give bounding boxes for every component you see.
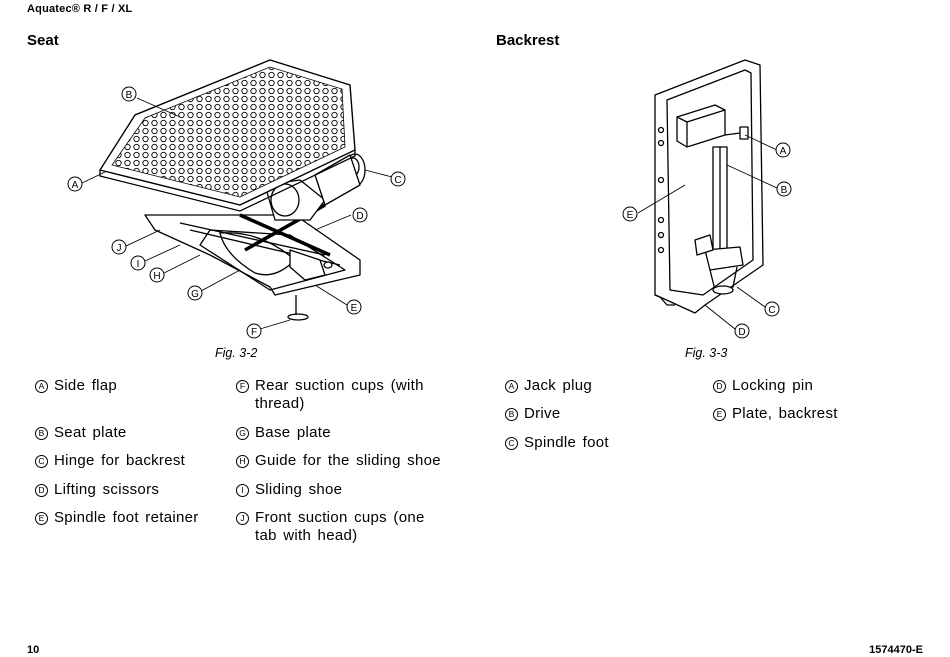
backrest-callout-a: A <box>775 142 791 158</box>
backrest-callout-e: E <box>622 206 638 222</box>
seat-callout-g: G <box>187 285 203 301</box>
svg-text:C: C <box>768 305 775 316</box>
seat-callout-d: D <box>352 207 368 223</box>
svg-text:G: G <box>191 289 199 300</box>
backrest-callout-c: C <box>764 301 780 317</box>
svg-text:B: B <box>781 185 788 196</box>
seat-title: Seat <box>27 32 59 49</box>
svg-text:E: E <box>627 210 634 221</box>
seat-callout-j: J <box>111 239 127 255</box>
seat-callout-h: H <box>149 267 165 283</box>
svg-text:I: I <box>137 259 140 270</box>
seat-leaders <box>81 97 393 330</box>
seat-callout-e: E <box>346 299 362 315</box>
svg-text:F: F <box>251 327 257 338</box>
svg-text:A: A <box>780 146 787 157</box>
svg-text:B: B <box>126 90 133 101</box>
svg-text:H: H <box>153 271 160 282</box>
svg-text:D: D <box>738 327 745 338</box>
backrest-plate-illustration <box>654 59 764 314</box>
svg-text:D: D <box>356 211 363 222</box>
seat-figure-caption: Fig. 3-2 <box>215 346 258 360</box>
svg-text:C: C <box>394 175 401 186</box>
svg-text:E: E <box>351 303 358 314</box>
backrest-callout-b: B <box>776 181 792 197</box>
seat-plate-illustration <box>98 59 356 212</box>
seat-callout-c: C <box>390 171 406 187</box>
seat-callout-a: A <box>67 176 83 192</box>
backrest-title: Backrest <box>496 32 560 49</box>
seat-figure: B A C D E F G H I J <box>67 59 406 339</box>
page-number: 10 <box>27 644 40 656</box>
seat-callouts: B A C D E F G H I J <box>67 86 406 339</box>
backrest-callouts: A B C D E <box>622 142 792 339</box>
svg-text:A: A <box>72 180 79 191</box>
svg-text:J: J <box>117 243 122 254</box>
seat-callout-f: F <box>246 323 262 339</box>
backrest-figure: A B C D E <box>622 59 792 339</box>
header-product: Aquatec® R / F / XL <box>27 3 133 15</box>
seat-callout-i: I <box>130 255 146 271</box>
document-number: 1574470-E <box>869 644 923 656</box>
backrest-figure-caption: Fig. 3-3 <box>685 346 728 360</box>
seat-callout-b: B <box>121 86 137 102</box>
backrest-callout-d: D <box>734 323 750 339</box>
backrest-leaders <box>637 134 778 330</box>
